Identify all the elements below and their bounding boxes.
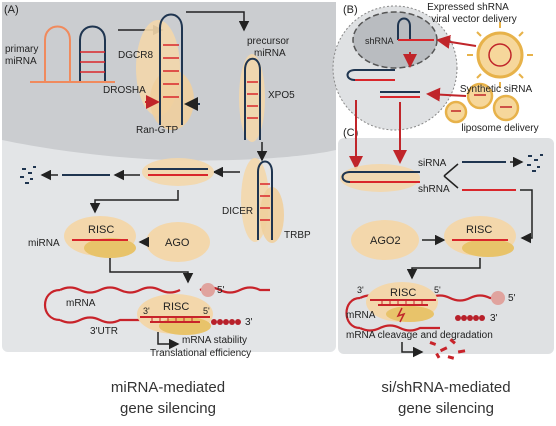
panel-a: (A) primary miRNA DGCR8 DROSHA Ran-GTP p… bbox=[2, 2, 336, 417]
three-prime-a: 3' bbox=[245, 317, 253, 328]
risc-label-c: RISC bbox=[466, 224, 492, 236]
drosha-label: DROSHA bbox=[103, 85, 146, 96]
risc-ago-c2 bbox=[386, 306, 434, 322]
dicer-protein-c bbox=[340, 164, 420, 192]
degraded-fragments bbox=[20, 166, 36, 184]
mrna-label-c: mRNA bbox=[346, 310, 376, 321]
cleavage-mark bbox=[396, 307, 406, 323]
arrow-virus-to-nucleus bbox=[436, 34, 477, 49]
trbp-label: TRBP bbox=[284, 230, 311, 241]
arrow-guide-to-risc bbox=[520, 189, 533, 244]
ran-gtp-label: Ran-GTP bbox=[136, 125, 179, 136]
shrna-in-dicer bbox=[341, 171, 420, 183]
efficiency-label: Translational efficiency bbox=[150, 348, 251, 359]
risc-label-a: RISC bbox=[88, 224, 114, 236]
ago-label-a: AGO bbox=[165, 237, 190, 249]
primary-mirna-label: miRNA bbox=[5, 56, 37, 67]
ago2-protein bbox=[351, 220, 419, 260]
panel-b: (B) shRNA Expressed shRNA viral vector d… bbox=[332, 2, 539, 134]
caption-c-line-2: gene silencing bbox=[398, 400, 494, 417]
viral-label-2: viral vector delivery bbox=[431, 14, 517, 25]
five-prime-a-inner: 5' bbox=[203, 306, 210, 316]
stability-label: mRNA stability bbox=[182, 335, 247, 346]
arrow-to-precursor bbox=[186, 11, 250, 32]
primary-label: primary bbox=[5, 44, 38, 55]
risc-target-duplex-a bbox=[140, 316, 210, 323]
arrow-to-outcome bbox=[157, 332, 180, 350]
caption-a-line-2: gene silencing bbox=[120, 400, 216, 417]
poly-a-tail-c bbox=[455, 315, 485, 321]
arrow-risc-to-mrna bbox=[406, 258, 481, 280]
three-prime-c: 3' bbox=[490, 313, 498, 324]
risc-target-duplex-c bbox=[370, 299, 436, 306]
risc-ago-c bbox=[462, 239, 514, 257]
mrna-fragments bbox=[429, 338, 466, 360]
caption-a-line-1: miRNA-mediated bbox=[111, 379, 225, 396]
five-prime-c-inner: 5' bbox=[434, 285, 441, 295]
three-prime-c-inner: 3' bbox=[357, 285, 364, 295]
risc-ago-a bbox=[84, 238, 136, 258]
precursor-label: precursor bbox=[247, 36, 290, 47]
branch-arrow-c bbox=[443, 163, 459, 189]
five-cap-c bbox=[491, 291, 505, 305]
primary-mirna-structure bbox=[30, 25, 115, 83]
viral-core bbox=[488, 43, 512, 67]
drosha-protein bbox=[150, 70, 194, 130]
xpo5-protein bbox=[239, 54, 265, 142]
risc-ago-a2 bbox=[159, 317, 211, 335]
risc-label-c2: RISC bbox=[390, 287, 416, 299]
caption-c-line-1: si/shRNA-mediated bbox=[381, 379, 510, 396]
panel-c-letter: (C) bbox=[343, 127, 358, 139]
xpo5-label: XPO5 bbox=[268, 90, 295, 101]
five-cap-a bbox=[201, 283, 215, 297]
lipo-label-1: Synthetic siRNA bbox=[460, 84, 533, 95]
five-prime-a: 5' bbox=[217, 285, 225, 296]
shrna-label-b: shRNA bbox=[365, 36, 394, 46]
arrow-to-risc bbox=[89, 190, 179, 214]
cleavage-label: mRNA cleavage and degradation bbox=[346, 330, 493, 341]
risc-label-a2: RISC bbox=[163, 301, 189, 313]
cyto-sirna-b bbox=[380, 91, 420, 98]
degraded-fragments-c bbox=[527, 154, 543, 172]
five-prime-c: 5' bbox=[508, 293, 516, 304]
cyto-shrna-b bbox=[346, 69, 395, 81]
viral-label-1: Expressed shRNA bbox=[427, 2, 509, 13]
dgcr8-label: DGCR8 bbox=[118, 50, 153, 61]
sirna-label-c: siRNA bbox=[418, 158, 447, 169]
utr-label-a: 3'UTR bbox=[90, 326, 118, 337]
ago2-label: AGO2 bbox=[370, 235, 401, 247]
mirna-label-a: miRNA bbox=[28, 238, 60, 249]
pre-mirna-in-xpo5 bbox=[244, 57, 261, 140]
arrow-to-mrna bbox=[109, 258, 194, 284]
ago-protein-a bbox=[146, 222, 210, 262]
arrow-to-fragments bbox=[401, 342, 424, 358]
duplex-protein bbox=[142, 158, 214, 186]
viral-vector bbox=[476, 31, 524, 79]
viral-spikes bbox=[467, 22, 533, 88]
shrna-vector bbox=[397, 17, 434, 41]
arrow-liposome-to-cell bbox=[426, 87, 467, 102]
liposomes bbox=[444, 82, 520, 124]
lipo-label-2: liposome delivery bbox=[461, 123, 538, 134]
mrna-label-a: mRNA bbox=[66, 298, 96, 309]
pri-mirna-in-complex bbox=[145, 13, 200, 125]
mrna-strand-a bbox=[44, 286, 270, 324]
dicer-label: DICER bbox=[222, 206, 253, 217]
poly-a-tail-a bbox=[211, 319, 241, 325]
panel-a-letter: (A) bbox=[4, 4, 19, 16]
mirna-duplex bbox=[148, 168, 208, 176]
pre-mirna-in-dicer bbox=[257, 160, 273, 240]
shrna-label-c: shRNA bbox=[418, 184, 450, 195]
panel-c: (C) siRNA shRNA AGO2 RISC bbox=[338, 100, 554, 417]
three-prime-a-inner: 3' bbox=[143, 306, 150, 316]
panel-b-letter: (B) bbox=[343, 4, 358, 16]
precursor-mirna-label: miRNA bbox=[254, 48, 286, 59]
